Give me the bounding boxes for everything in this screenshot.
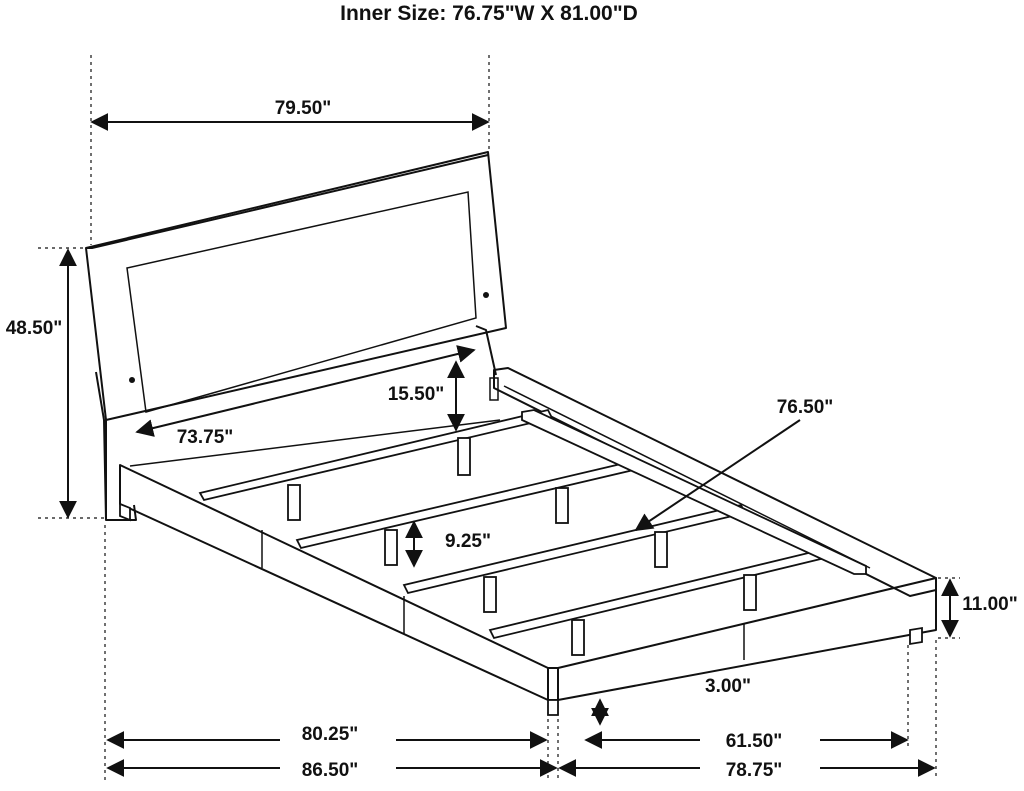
base-length-label: 80.25": [302, 724, 359, 745]
side-rail-length-label: 76.50": [777, 397, 834, 418]
inner-size-title: Inner Size: 76.75"W X 81.00"D: [340, 2, 638, 25]
bed-frame: [119, 419, 937, 716]
dimension-arrows: [59, 113, 959, 777]
panel-height-label: 15.50": [388, 384, 445, 405]
inner-width-label: 73.75": [177, 427, 234, 448]
slat-clearance-label: 9.25": [445, 531, 491, 552]
headboard-width-label: 79.50": [275, 98, 332, 119]
leg-height-label: 3.00": [705, 676, 751, 697]
base-width-label: 61.50": [726, 731, 783, 752]
platform-height-label: 11.00": [962, 594, 1018, 615]
overall-height-label: 48.50": [6, 318, 63, 339]
overall-width-label: 78.75": [726, 760, 783, 781]
headboard: [85, 151, 507, 521]
overall-length-label: 86.50": [302, 760, 359, 781]
support-legs: [287, 437, 757, 656]
